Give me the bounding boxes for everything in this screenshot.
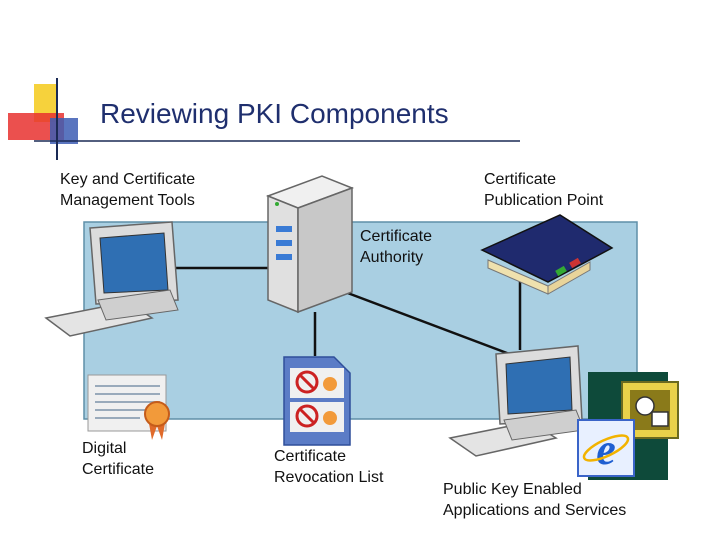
ca-server-icon [265, 175, 355, 314]
revocation-list-label-line1: Certificate [274, 448, 347, 465]
connection-lines [135, 266, 522, 360]
revoked-document-icon [283, 356, 351, 446]
pk-apps-label: Public Key Enabled Applications and Serv… [443, 479, 626, 521]
digital-certificate-label-line1: Digital [82, 440, 127, 457]
certificate-icon [87, 374, 170, 440]
digital-certificate-label-line2: Certificate [82, 461, 155, 478]
pk-apps-label-line2: Applications and Services [443, 502, 627, 519]
outlook-icon [621, 381, 679, 439]
key-tools-label: Key and Certificate Management Tools [60, 169, 195, 211]
revocation-list-label: Certificate Revocation List [274, 446, 383, 488]
publication-point-label-line1: Certificate [484, 171, 557, 188]
slide-title: Reviewing PKI Components [100, 98, 449, 129]
pk-apps-label-line1: Public Key Enabled [443, 481, 582, 498]
digital-certificate-label: Digital Certificate [82, 438, 154, 480]
svg-text:e: e [596, 425, 616, 474]
revocation-list-label-line2: Revocation List [274, 469, 384, 486]
title-bullet-decoration [8, 78, 520, 160]
authority-label-line2: Authority [360, 249, 424, 266]
key-tools-label-line2: Management Tools [60, 192, 195, 209]
authority-label-line1: Certificate [360, 228, 433, 245]
key-tools-label-line1: Key and Certificate [60, 171, 196, 188]
publication-book-icon [480, 214, 614, 295]
mgmt-computer-icon [44, 221, 179, 337]
publication-point-label-line2: Publication Point [484, 192, 604, 209]
internet-explorer-icon: e [577, 419, 635, 477]
publication-point-label: Certificate Publication Point [484, 169, 603, 211]
authority-label: Certificate Authority [360, 226, 432, 268]
